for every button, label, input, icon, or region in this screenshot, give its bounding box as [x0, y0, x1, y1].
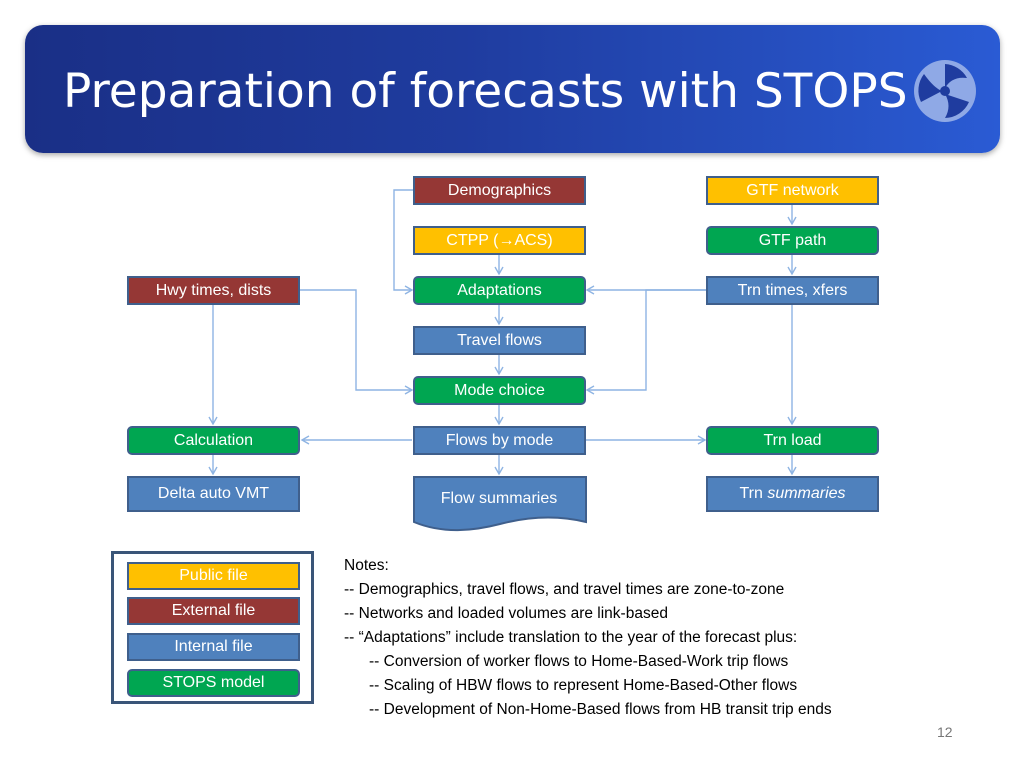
node-flows-by-mode: Flows by mode: [413, 426, 586, 455]
node-gtf-path: GTF path: [706, 226, 879, 255]
note-line: -- Networks and loaded volumes are link-…: [344, 605, 668, 622]
legend-internal-file: Internal file: [127, 633, 300, 661]
notes-block: Notes: -- Demographics, travel flows, an…: [344, 554, 832, 722]
node-adaptations: Adaptations: [413, 276, 586, 305]
node-demographics: Demographics: [413, 176, 586, 205]
legend-public-file: Public file: [127, 562, 300, 590]
arrow-demographics-adaptations: [393, 189, 414, 295]
node-ctpp: CTPP (→ACS): [413, 226, 586, 255]
document-shape: [413, 476, 587, 532]
trn-summaries-plain: Trn: [739, 485, 768, 502]
flow-summaries-label: Flow summaries: [440, 490, 558, 507]
node-trn-times: Trn times, xfers: [706, 276, 879, 305]
node-flow-summaries: Flow summaries: [413, 476, 587, 532]
arrow-hwytimes-modechoice: [300, 289, 414, 395]
note-sub-line: -- Conversion of worker flows to Home-Ba…: [369, 653, 789, 670]
note-line: -- “Adaptations” include translation to …: [344, 629, 798, 646]
node-hwy-times: Hwy times, dists: [127, 276, 300, 305]
node-travel-flows: Travel flows: [413, 326, 586, 355]
node-delta-auto-vmt: Delta auto VMT: [127, 476, 300, 512]
legend: [111, 551, 314, 704]
trn-summaries-italic: summaries: [767, 485, 846, 502]
page-number: 12: [937, 724, 953, 740]
node-calculation: Calculation: [127, 426, 300, 455]
notes-heading: Notes:: [344, 557, 389, 574]
note-line: -- Demographics, travel flows, and trave…: [344, 581, 785, 598]
arrow-trntimes-modechoice: [585, 289, 706, 395]
node-trn-summaries: Trn summaries: [706, 476, 879, 512]
legend-external-file: External file: [127, 597, 300, 625]
note-sub-line: -- Development of Non-Home-Based flows f…: [369, 701, 832, 718]
node-trn-load: Trn load: [706, 426, 879, 455]
slide-title: Preparation of forecasts with STOPS: [63, 64, 908, 119]
note-sub-line: -- Scaling of HBW flows to represent Hom…: [369, 677, 798, 694]
title-banner: [25, 25, 1000, 153]
node-gtf-network: GTF network: [706, 176, 879, 205]
legend-stops-model: STOPS model: [127, 669, 300, 697]
node-mode-choice: Mode choice: [413, 376, 586, 405]
dot-tri-wheel-icon: [914, 60, 976, 122]
